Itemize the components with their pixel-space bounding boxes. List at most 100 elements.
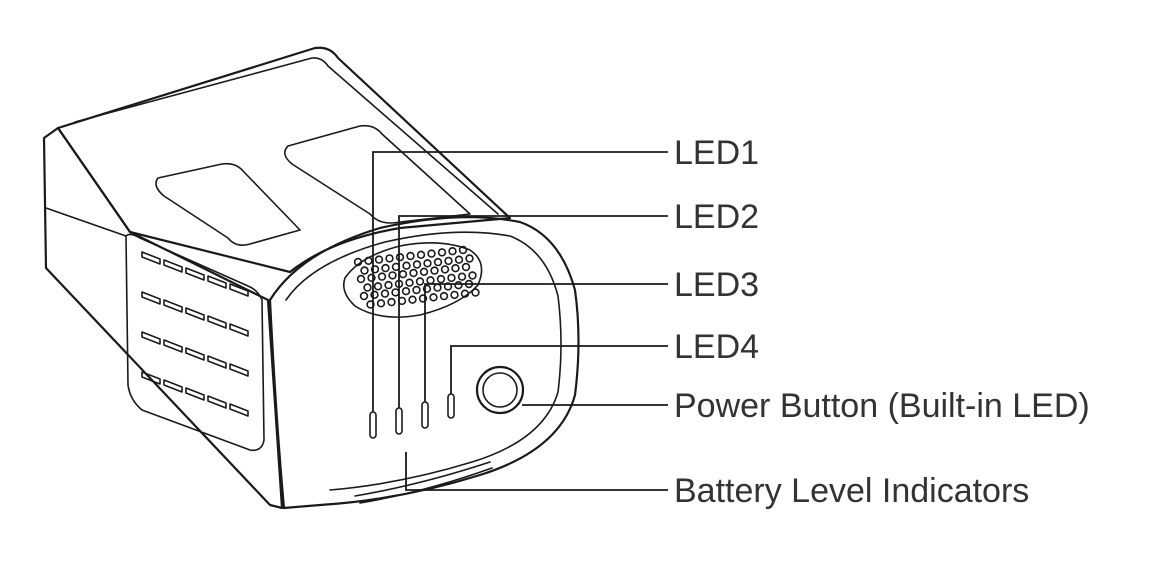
grille-hole [360, 266, 369, 275]
leader-lines [372, 151, 668, 491]
grille-hole [440, 265, 450, 274]
grille-hole [374, 255, 384, 264]
grille-hole [356, 274, 366, 284]
grille-hole [419, 267, 429, 276]
grille-hole [373, 282, 383, 291]
battery-illustration [42, 46, 580, 510]
grille-hole [423, 259, 432, 268]
grille-hole [367, 273, 376, 282]
battery-front-cap [268, 216, 580, 510]
grille-hole [444, 256, 453, 266]
grille-hole [384, 280, 393, 290]
label-led4: LED4 [674, 328, 759, 366]
grille-hole [458, 245, 468, 255]
grille-hole [377, 272, 387, 281]
vent-slot [207, 355, 227, 369]
vent-slot [163, 339, 183, 353]
vent-slot [185, 347, 205, 361]
led4-slot [447, 393, 455, 419]
label-battery-level-indicators: Battery Level Indicators [674, 472, 1029, 510]
grille-hole [381, 263, 390, 273]
power-button-inner-icon [482, 372, 518, 408]
vent-panel [125, 233, 265, 452]
top-recess-right [284, 124, 471, 224]
grille-hole [461, 262, 471, 272]
vent-slot [185, 307, 205, 321]
grille-hole [387, 297, 396, 307]
vent-slot [163, 379, 183, 393]
grille-hole [408, 295, 417, 304]
grille-hole [460, 289, 470, 298]
led3-slot [421, 401, 429, 429]
grille-hole [433, 257, 443, 267]
grille-hole [359, 291, 369, 301]
callout-labels: LED1 LED2 LED3 LED4 Power Button (Built-… [674, 134, 1090, 510]
vent-slot [141, 251, 161, 265]
battery-band-line [45, 207, 127, 237]
grille-hole [436, 274, 446, 284]
vent-slot [229, 283, 249, 297]
grille-hole [465, 254, 474, 263]
vent-slot [163, 299, 183, 313]
vent-slot [229, 403, 249, 417]
grille-holes [353, 245, 480, 309]
vent-slot [229, 323, 249, 337]
led1-slot [369, 411, 377, 439]
grille-outline [342, 242, 483, 318]
grille-hole [401, 287, 411, 296]
grille-hole [385, 254, 394, 263]
vent-slots [141, 251, 249, 417]
grille-hole [415, 277, 425, 286]
vent-slot [229, 363, 249, 377]
grille-hole [429, 293, 438, 302]
label-power-button: Power Button (Built-in LED) [674, 387, 1090, 425]
grille-hole [422, 284, 432, 293]
grille-hole [433, 283, 442, 292]
grille-hole [402, 261, 411, 270]
battery-bottom-ridge [354, 461, 491, 497]
led2-slot [395, 407, 403, 435]
vent-slot [141, 371, 161, 385]
label-led2: LED2 [674, 198, 759, 236]
grille-hole [412, 285, 421, 295]
grille-hole [439, 291, 449, 301]
grille-hole [450, 290, 459, 300]
vent-slot [207, 395, 227, 409]
leader-led4 [450, 345, 668, 394]
grille-hole [391, 288, 400, 297]
grille-hole [406, 251, 415, 261]
grille-hole [363, 283, 372, 292]
grille-hole [454, 255, 464, 264]
grille-hole [388, 271, 397, 280]
grille-hole [457, 272, 467, 281]
grille-hole [430, 266, 439, 275]
vent-slot [141, 331, 161, 345]
vent-slot [185, 387, 205, 401]
grille-hole [416, 250, 426, 260]
grille-hole [418, 294, 428, 303]
grille-hole [380, 289, 390, 298]
vent-slot [185, 267, 205, 281]
battery-front-cap-inner [285, 231, 562, 491]
grille-hole [364, 256, 373, 265]
grille-hole [426, 276, 435, 285]
grille-hole [454, 281, 463, 290]
grille-hole [451, 264, 460, 273]
grille-hole [447, 273, 456, 283]
top-recess-left [155, 162, 301, 246]
grille-hole [443, 282, 453, 291]
grille-hole [412, 260, 422, 269]
grille-hole [409, 268, 418, 278]
vent-slot [163, 259, 183, 273]
vent-slot [141, 291, 161, 305]
grille-hole [376, 299, 386, 308]
grille-hole [370, 265, 380, 274]
battery-top-rim [74, 57, 499, 215]
grille-hole [468, 271, 477, 280]
grille-hole [437, 248, 447, 257]
grille-hole [405, 278, 414, 287]
grille-hole [471, 288, 480, 297]
leader-led3 [424, 283, 668, 402]
